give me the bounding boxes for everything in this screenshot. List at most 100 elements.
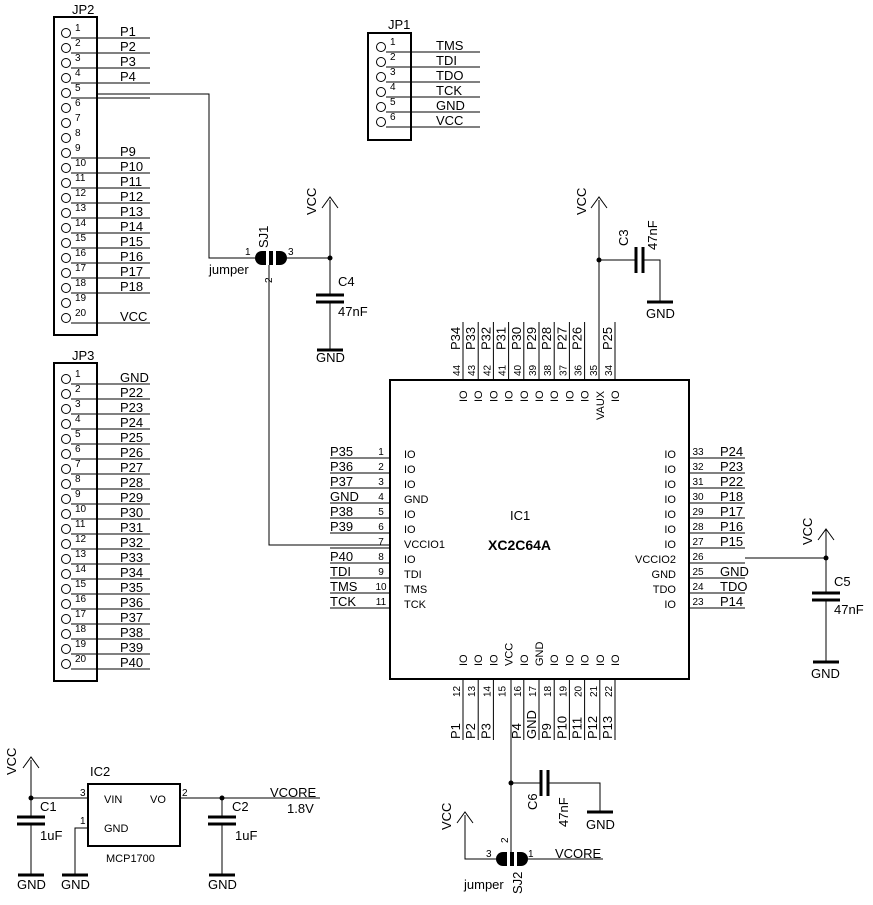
ic1-bottom-pin-number: 20 <box>574 685 585 697</box>
jp3-pin-number: 20 <box>75 654 87 665</box>
jp2-pin-hole <box>61 223 71 233</box>
jp1-label: JP1 <box>388 17 410 32</box>
ic1-bottom-pin-function: VCC <box>504 643 516 666</box>
jp3-pin-number: 10 <box>75 504 87 515</box>
jp2-pin-number: 8 <box>75 128 81 139</box>
c3-value: 47nF <box>645 220 660 250</box>
jp1-pin-hole <box>376 42 386 52</box>
jp1-body <box>367 32 412 141</box>
vcc-label-c3: VCC <box>574 188 589 215</box>
sj1-pad-mid <box>269 251 273 265</box>
jp2-pin-hole <box>61 103 71 113</box>
ic1-right-pin-number: 23 <box>692 597 704 608</box>
jp3-net-label: P30 <box>120 505 143 520</box>
ic1-bottom-pin-number: 16 <box>513 685 524 697</box>
ic1-right-pin-function: GND <box>652 569 677 581</box>
jp3-pin-hole <box>61 389 71 399</box>
ic1-bottom-net-label: P3 <box>478 723 493 739</box>
ic1-bottom-pin-function: IO <box>580 654 592 666</box>
jp3-net-label: P22 <box>120 385 143 400</box>
jp2-pin-hole <box>61 268 71 278</box>
ic1-top-pin-function: IO <box>564 390 576 402</box>
ic1-right-pin-number: 31 <box>692 477 704 488</box>
jp3-pin-number: 14 <box>75 564 87 575</box>
cap-c2: C2 1uF GND VCORE 1.8V <box>180 785 320 892</box>
ic1-right-pin-function: TDO <box>653 584 677 596</box>
c1-value: 1uF <box>40 828 62 843</box>
jp3-pin-number: 2 <box>75 384 81 395</box>
c6-value: 47nF <box>556 797 571 827</box>
sj1-label: SJ1 <box>256 226 271 248</box>
jp2-pin-number: 3 <box>75 53 81 64</box>
jp2-pin-hole <box>61 58 71 68</box>
jp2-net-label: P4 <box>120 69 136 84</box>
vcore-value: 1.8V <box>287 801 314 816</box>
jp2-pin-number: 11 <box>75 173 86 184</box>
jp1-pin-hole <box>376 87 386 97</box>
jp3-pin-hole <box>61 449 71 459</box>
ic1-bottom-pin-number: 13 <box>467 685 478 697</box>
jp3-net-label: P29 <box>120 490 143 505</box>
jp2-pin-number: 16 <box>75 248 87 259</box>
ic1-left-pin-function: IO <box>404 509 416 521</box>
c5-value: 47nF <box>834 602 864 617</box>
ic1-top-pin-number: 35 <box>589 364 600 376</box>
ic1-top-pin-number: 38 <box>543 364 554 376</box>
vcc-arrow-c3 <box>590 196 608 209</box>
sj1-vccio1-wire <box>268 265 390 546</box>
jp2-pin-number: 7 <box>75 113 81 124</box>
jp3-net-label: P40 <box>120 655 143 670</box>
jp2-pin-hole <box>61 28 71 38</box>
cap-c4: C4 47nF GND <box>316 274 368 365</box>
jp2-pin-number: 10 <box>75 158 87 169</box>
jp3-pin-number: 9 <box>75 489 81 500</box>
jp2-pin-hole <box>61 118 71 128</box>
ic1-bottom-pin-function: IO <box>473 654 485 666</box>
cap-c1: C1 1uF GND <box>17 799 62 892</box>
ic1-right-pin-function: IO <box>664 539 676 551</box>
jp3-pin-number: 11 <box>75 519 86 530</box>
ic1-bottom-pin-number: 19 <box>558 685 569 697</box>
junction-sj1 <box>327 255 333 261</box>
jp3-pin-hole <box>61 599 71 609</box>
jp2-pin-hole <box>61 238 71 248</box>
jp3-net-label: P27 <box>120 460 143 475</box>
jp2-pin-number: 6 <box>75 98 81 109</box>
ic1-label: IC1 <box>510 508 530 523</box>
jp2-net-label: P10 <box>120 159 143 174</box>
ic1-bottom-net-label: P11 <box>570 717 585 739</box>
cap-c3: C3 47nF GND <box>599 220 675 321</box>
ic1-left-pin-number: 2 <box>378 462 384 473</box>
jp1-net-label: TDI <box>436 53 457 68</box>
ic1-bottom-net-label: P4 <box>509 723 524 739</box>
jp2-pin-number: 17 <box>75 263 87 274</box>
jp2-body <box>53 16 98 336</box>
jp2-pin-hole <box>61 148 71 158</box>
jp2-net-label: P16 <box>120 249 143 264</box>
ic1-left-net-label: P40 <box>330 549 353 564</box>
jp2-pin-hole <box>61 43 71 53</box>
ic1-right-net-label: P24 <box>720 444 743 459</box>
ic1-right-pin-function: IO <box>664 449 676 461</box>
ic1-top-pin-number: 44 <box>452 364 463 376</box>
jp3-net-label: P33 <box>120 550 143 565</box>
jp3-net-label: P26 <box>120 445 143 460</box>
sj1-value: jumper <box>208 262 249 277</box>
ic1-top-pin-function: IO <box>473 390 485 402</box>
jp3-pin-number: 4 <box>75 414 81 425</box>
ic1-top-net-label: P25 <box>600 327 615 350</box>
jp3-pin-hole <box>61 569 71 579</box>
gnd-label-c4: GND <box>316 350 345 365</box>
jp2-pin-number: 13 <box>75 203 87 214</box>
ic1-top-pin-function: VAUX <box>595 390 607 420</box>
jp3-pin-hole <box>61 479 71 489</box>
ic1-top-pin-function: IO <box>458 390 470 402</box>
ic1-bottom-net-label: P10 <box>554 716 569 739</box>
ic1-left-pin-function: IO <box>404 524 416 536</box>
ic1-left-net-label: P35 <box>330 444 353 459</box>
ic1-left-pin-number: 5 <box>378 507 384 518</box>
sj2-pad-right <box>517 852 528 866</box>
jp3-pin-number: 17 <box>75 609 87 620</box>
vcc-symbol-c5: VCC <box>745 518 835 593</box>
